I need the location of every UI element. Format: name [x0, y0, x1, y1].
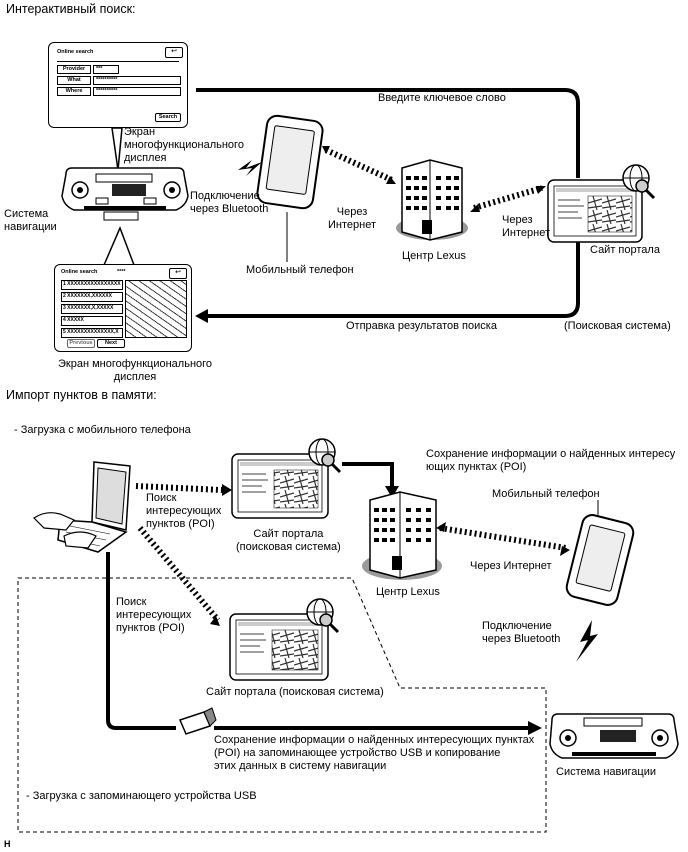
top-screen-callout [111, 127, 123, 171]
lexus-building-2 [362, 491, 442, 580]
bluetooth-label-2: Подключение через Bluetooth [482, 620, 561, 645]
section1-title: Интерактивный поиск: [6, 2, 136, 16]
lexus-phone-link [439, 525, 567, 551]
portal-tablet-1 [547, 164, 656, 243]
save-poi-label: Сохранение информации о найденных интере… [426, 448, 676, 473]
result-list-item[interactable]: 2 XXXXXXX,XXXXXX [61, 292, 123, 302]
provider-value[interactable]: *** [93, 65, 119, 74]
bluetooth-bolt-1 [238, 160, 262, 176]
keyword-arrow-label: Введите ключевое слово [378, 92, 506, 104]
portal-lexus-arrow [342, 462, 394, 488]
search-button[interactable]: Search [155, 113, 181, 122]
where-value[interactable]: ********** [93, 87, 181, 96]
back-icon: ↩ [165, 47, 183, 58]
what-value[interactable]: ********** [93, 76, 181, 85]
internet-label-2: Через Интернет [502, 214, 550, 239]
usb-stick [178, 707, 217, 735]
portal-tablet-3 [229, 598, 340, 681]
phone-1 [256, 114, 324, 210]
nav-unit-1 [61, 167, 189, 221]
nav-system-label-2: Система навигации [556, 766, 657, 778]
internet-label-1: Через Интернет [328, 206, 376, 231]
portal-label-3: Сайт портала (поисковая система) [206, 686, 384, 698]
result-list-item[interactable]: 3 XXXXXXX,X,XXXXX [61, 304, 123, 314]
bluetooth-bolt-2 [576, 620, 598, 662]
laptop-usb-line [106, 552, 176, 730]
what-label: What [57, 76, 91, 85]
results-title: Online search [61, 269, 98, 275]
bluetooth-label-1: Подключение через Bluetooth [190, 190, 269, 215]
phone-lexus-link [324, 147, 394, 183]
usb-save-label: Сохранение информации о найденных интере… [214, 734, 535, 772]
previous-button[interactable]: Previous [67, 339, 95, 348]
search-results-screen: Online search **** ↩ 1 XXXXXXXXXXXXXXXX 2… [54, 264, 192, 352]
internet-label-3: Через Интернет [470, 560, 552, 572]
online-search-form-screen: Online search ↩ Provider *** What ******… [48, 42, 188, 128]
phone-label-2: Мобильный телефон [492, 488, 600, 500]
result-list-item[interactable]: 1 XXXXXXXXXXXXXXXX [61, 280, 123, 290]
result-list-item[interactable]: 4 XXXXX [61, 316, 123, 326]
keyword-arrow [196, 88, 580, 178]
lexus-center-label-1: Центр Lexus [402, 250, 466, 262]
back-icon: ↩ [169, 268, 187, 279]
where-label: Where [57, 87, 91, 96]
section2-title: Импорт пунктов в памяти: [6, 388, 157, 402]
usb-download-label: - Загрузка с запоминающего устройства US… [26, 790, 257, 802]
lexus-center-label-2: Центр Lexus [376, 586, 440, 598]
result-list: 1 XXXXXXXXXXXXXXXX 2 XXXXXXX,XXXXXX 3 XXXX… [61, 280, 123, 340]
results-arrow [206, 240, 580, 318]
laptop [33, 461, 131, 553]
phone-2 [565, 514, 635, 606]
screen-label-bottom: Экран многофункционального дисплея [58, 358, 213, 383]
laptop-portal-link-2 [137, 526, 221, 622]
nav-unit-2 [549, 713, 679, 759]
lexus-building-1 [396, 159, 468, 241]
phone-label-1: Мобильный телефон [246, 264, 354, 276]
bottom-screen-callout [102, 226, 136, 266]
figure-id: H [4, 839, 11, 849]
screen-label-top: Экран многофункционального дисплея [124, 126, 244, 164]
portal-label-1: Сайт портала [590, 244, 660, 256]
phone-download-label: - Загрузка с мобильного телефона [14, 424, 191, 436]
results-counter: **** [117, 269, 126, 275]
next-button[interactable]: Next [97, 339, 125, 348]
form-title: Online search [57, 49, 94, 55]
lexus-portal-link [473, 185, 543, 211]
search-system-label: (Поисковая система) [564, 320, 671, 332]
result-list-item[interactable]: 5 XXXXXXXXXXXXXX,X [61, 328, 123, 338]
laptop-portal-link [135, 483, 223, 493]
nav-system-label-1: Система навигации [4, 208, 57, 233]
results-map [125, 280, 187, 338]
portal-tablet-2 [231, 438, 342, 519]
poi-search-label-2: Поиск интересующих пунктов (POI) [116, 596, 192, 634]
portal-label-2: Сайт портала (поисковая система) [236, 528, 341, 553]
results-arrow-label: Отправка результатов поиска [346, 320, 497, 332]
provider-label: Provider [57, 65, 91, 74]
poi-search-label-1: Поиск интересующих пунктов (POI) [146, 492, 222, 530]
